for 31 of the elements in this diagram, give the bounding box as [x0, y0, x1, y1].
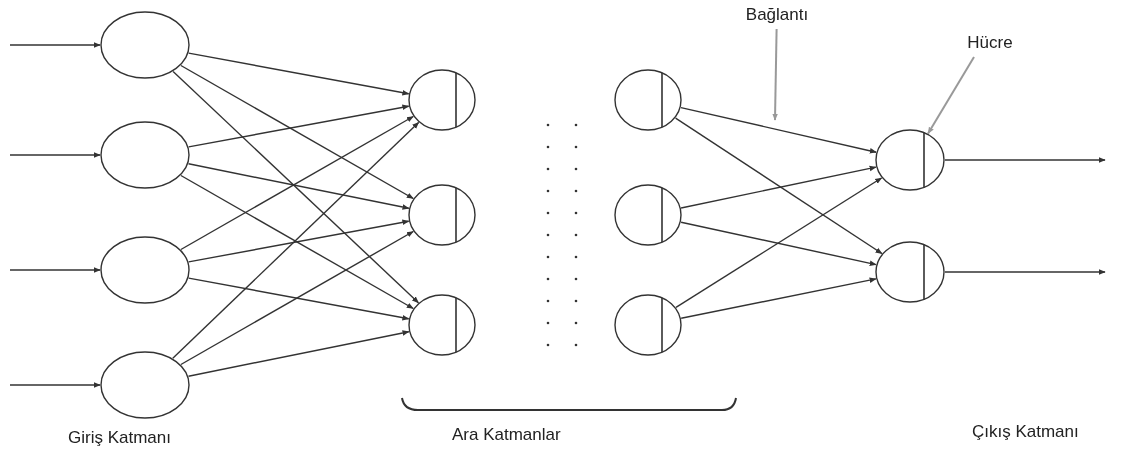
- leader-line: [927, 56, 975, 135]
- callout-label: Hücre: [967, 33, 1013, 53]
- arrow: [172, 70, 420, 304]
- arrow: [187, 163, 410, 210]
- layer-label: Ara Katmanlar: [452, 425, 561, 445]
- arrow: [680, 277, 877, 319]
- arrow: [9, 42, 101, 48]
- arrow: [680, 165, 877, 209]
- leader-line: [772, 28, 778, 121]
- arrow: [180, 230, 414, 366]
- layer-label: Giriş Katmanı: [68, 428, 171, 448]
- arrow: [9, 382, 101, 388]
- arrow: [188, 277, 410, 321]
- arrow: [172, 121, 420, 359]
- arrow: [944, 269, 1106, 275]
- arrow: [9, 152, 101, 158]
- arrow: [944, 157, 1106, 163]
- arrow: [680, 106, 877, 154]
- layer-label: Çıkış Katmanı: [972, 422, 1079, 442]
- arrow: [680, 221, 877, 266]
- arrow: [675, 177, 883, 309]
- callout-label: Bağlantı: [745, 5, 809, 25]
- arrow: [9, 267, 101, 273]
- arrow: [180, 174, 414, 310]
- arrow: [188, 219, 410, 263]
- arrow: [180, 64, 414, 200]
- arrow: [674, 117, 883, 255]
- arrow: [187, 330, 410, 377]
- arrow: [180, 115, 414, 251]
- arrow: [188, 52, 410, 96]
- arrow: [188, 104, 410, 148]
